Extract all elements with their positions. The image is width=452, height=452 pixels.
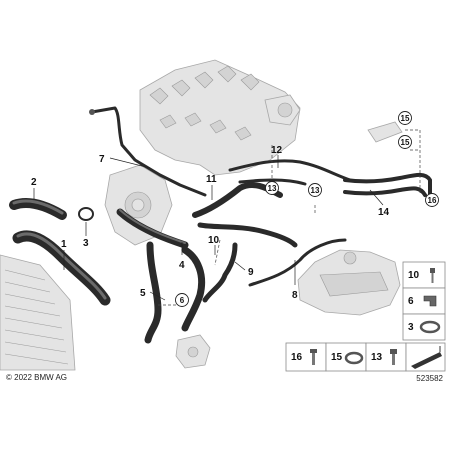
legend-label-13: 13: [371, 352, 383, 363]
seal-strip-icon: [411, 346, 442, 369]
legend-bottom: 16 15 13: [285, 342, 446, 372]
pipe-15-ghost: [367, 121, 403, 143]
hose-5: [116, 208, 189, 344]
copyright-text: © 2022 BMW AG: [6, 373, 67, 382]
radiator-ghost: [0, 254, 76, 371]
circled-callout-13b: 13: [311, 186, 320, 195]
hose-6: [181, 246, 206, 332]
legend-label-16: 16: [291, 352, 303, 363]
circled-callout-16: 16: [428, 196, 437, 205]
turbo-ghost: [104, 164, 173, 246]
hose-clamp-icon: [419, 320, 441, 334]
guide-lines: [158, 129, 421, 306]
legend-box-10: [402, 261, 446, 289]
circled-callout-13a: 13: [268, 184, 277, 193]
legend-right: 10 6 3: [402, 261, 446, 341]
callout-10: 10: [208, 235, 220, 246]
circled-callout-15b: 15: [401, 138, 410, 147]
callout-5: 5: [140, 288, 146, 299]
hose-9: [202, 242, 238, 303]
callout-4: 4: [179, 260, 185, 271]
hose-14: [343, 172, 432, 197]
hose-2: [9, 198, 67, 220]
line-8: [248, 238, 347, 287]
callout-1: 1: [61, 239, 67, 250]
engine-block-ghost: [139, 59, 301, 176]
callout-labels: 1 2 3 4 5 7 8 9 10 11 12 14: [31, 145, 390, 301]
leader-lines: [33, 155, 384, 301]
clamp-3: [78, 207, 94, 221]
callout-12: 12: [271, 145, 283, 156]
legend-label-15: 15: [331, 352, 343, 363]
circled-callouts: 6 13 13 15 15 16: [175, 111, 439, 307]
callout-14: 14: [378, 207, 390, 218]
callout-3: 3: [83, 238, 89, 249]
legend-label-6: 6: [408, 296, 414, 307]
diagram-number: 523582: [416, 374, 443, 383]
callout-9: 9: [248, 267, 254, 278]
circled-callout-6: 6: [180, 296, 185, 305]
hose-1: [12, 230, 111, 306]
screw-icon: [310, 349, 317, 365]
legend-box-3: [402, 313, 446, 341]
callout-7: 7: [99, 154, 105, 165]
expansion-tank-ghost: [297, 249, 401, 316]
line-12-13: [228, 159, 352, 186]
bolt-icon: [430, 268, 435, 283]
ring-clamp-icon: [344, 351, 364, 365]
callout-2: 2: [31, 177, 37, 188]
legend-box-6: [402, 287, 446, 315]
aux-pump-ghost: [175, 334, 211, 369]
legend-label-3: 3: [408, 322, 414, 333]
legend-box-13: [365, 342, 407, 372]
clip-icon: [423, 295, 437, 307]
callout-11: 11: [206, 174, 217, 185]
hex-bolt-icon: [390, 349, 397, 365]
callout-8: 8: [292, 290, 298, 301]
circled-callout-15a: 15: [401, 114, 410, 123]
legend-box-16: [285, 342, 327, 372]
legend-label-10: 10: [408, 270, 420, 281]
